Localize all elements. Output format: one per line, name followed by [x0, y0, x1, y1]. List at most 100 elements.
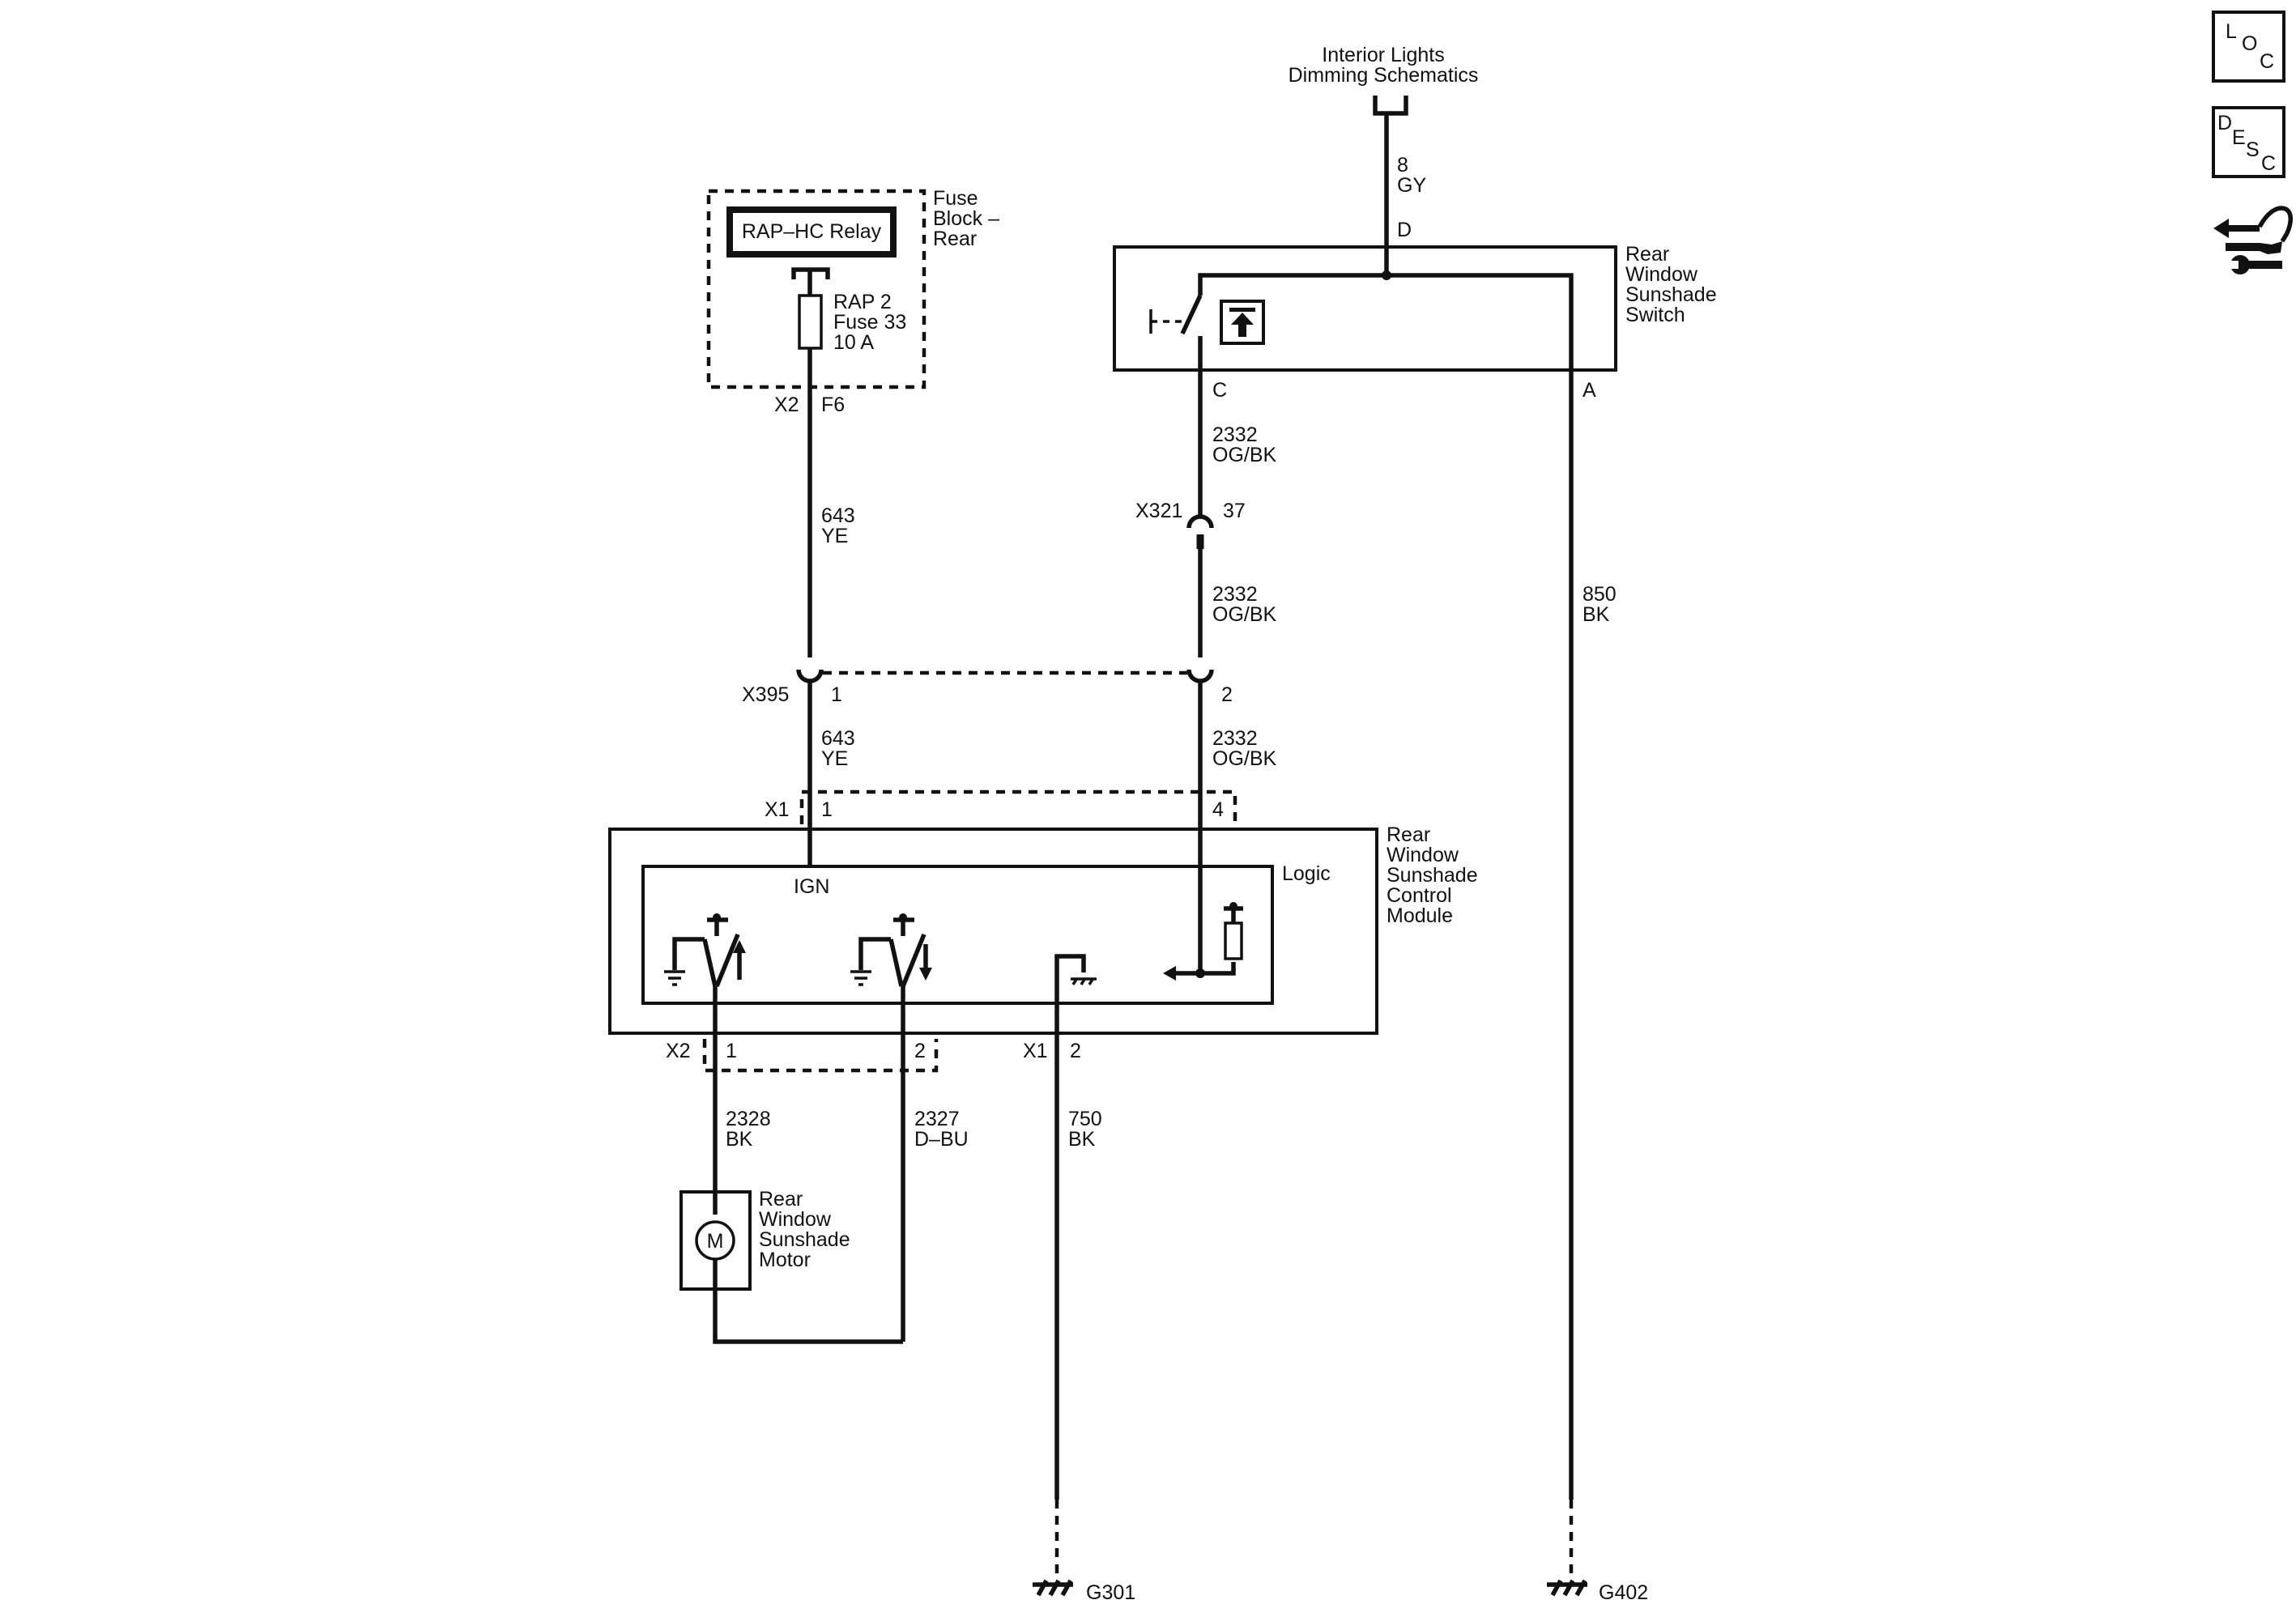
wire-2327-number: 2327: [914, 1108, 960, 1130]
x2-bracket: [702, 1039, 939, 1073]
svg-text:C: C: [2261, 152, 2276, 175]
interior-lights-label-1: Interior Lights: [1322, 44, 1444, 66]
down-relay-switch: [850, 913, 932, 988]
x1-bracket: [799, 789, 1237, 824]
fuse-block-title-2: Block –: [933, 207, 999, 230]
rear-window-sunshade-switch[interactable]: Rear Window Sunshade Switch C A: [1113, 243, 1717, 402]
wire-643a-number: 643: [821, 504, 855, 527]
wire-2328-color: BK: [726, 1128, 753, 1151]
module-title-5: Module: [1387, 904, 1453, 927]
switch-title-3: Sunshade: [1625, 283, 1717, 306]
splice-dot: [1382, 270, 1391, 280]
fuse-label-2: Fuse 33: [833, 311, 906, 334]
switch-title-1: Rear: [1625, 243, 1669, 266]
switch-pin-c: C: [1212, 379, 1227, 402]
logic-block: [641, 865, 1274, 1005]
x321-female: [1186, 514, 1214, 529]
wire-850-number: 850: [1582, 583, 1617, 606]
fuse-block-pin: F6: [821, 394, 845, 416]
down-relay-ground-lead: [858, 937, 891, 970]
module-connector-x2[interactable]: X2 1 2: [666, 1039, 939, 1073]
module-connector-x1[interactable]: X1 1 4: [765, 789, 1237, 824]
motor-title-1: Rear: [759, 1188, 803, 1211]
inline-connector-x395[interactable]: X395 1 2: [742, 669, 1233, 706]
x395-pin2: 2: [1221, 683, 1233, 706]
desc-button[interactable]: D E S C: [2212, 106, 2285, 178]
x2-pin1: 1: [726, 1040, 737, 1062]
wire-2327-color: D–BU: [914, 1128, 969, 1151]
switch-blade: [1180, 294, 1203, 335]
wire-643a-color: YE: [821, 525, 848, 547]
wire-2332c-number: 2332: [1212, 727, 1258, 750]
logic-label: Logic: [1282, 862, 1331, 885]
rear-window-sunshade-motor[interactable]: M Rear Window Sunshade Motor: [679, 1188, 850, 1291]
x395-pin2-female: [1186, 669, 1214, 683]
up-arrow-icon: [733, 940, 746, 953]
fuse-block-connector: X2: [774, 394, 799, 416]
interior-lights-reference[interactable]: Interior Lights Dimming Schematics: [1289, 44, 1479, 116]
wire-2332a-color: OG/BK: [1212, 444, 1277, 466]
fuse-label-1: RAP 2: [833, 291, 892, 313]
up-relay-switch: [664, 913, 746, 988]
down-relay-ground-icon: [850, 970, 871, 986]
ground-g301[interactable]: G301: [1033, 1579, 1135, 1604]
module-title-3: Sunshade: [1387, 864, 1478, 887]
hand-wrench-icon[interactable]: [2213, 206, 2293, 274]
motor-title-4: Motor: [759, 1249, 811, 1271]
input-pullup-resistor: [1163, 902, 1243, 981]
down-arrow-icon: [919, 968, 932, 981]
wire-750-color: BK: [1068, 1128, 1096, 1151]
svg-text:D: D: [2217, 112, 2232, 134]
ign-label: IGN: [794, 875, 829, 898]
pullup-resistor: [1224, 921, 1243, 960]
fuse-block-rear[interactable]: RAP–HC Relay Fuse Block – Rear RAP 2 Fus…: [706, 187, 999, 416]
switch-internal-trace: [1198, 273, 1574, 370]
g301-label: G301: [1086, 1581, 1135, 1604]
svg-text:O: O: [2242, 32, 2257, 55]
motor-return-wire[interactable]: [713, 1259, 903, 1344]
wire-2332c-color: OG/BK: [1212, 747, 1277, 770]
down-relay-supply: [893, 917, 914, 936]
input-arrow-icon: [1163, 966, 1176, 981]
up-relay-supply: [707, 917, 728, 936]
interior-lights-label-2: Dimming Schematics: [1289, 64, 1479, 87]
reference-bracket: [1373, 96, 1408, 116]
sunshade-switch-icon: [1220, 300, 1265, 345]
rear-window-sunshade-control-module[interactable]: Logic IGN Rear Window Sunshade Control M…: [608, 823, 1478, 1035]
svg-text:L: L: [2226, 20, 2237, 43]
rap-hc-relay: [726, 206, 897, 257]
x1-label: X1: [765, 798, 790, 821]
switch-pin-a: A: [1582, 379, 1596, 402]
motor-title-3: Sunshade: [759, 1228, 850, 1251]
module-title-2: Window: [1387, 844, 1459, 866]
x395-label: X395: [742, 683, 789, 706]
ground-g402[interactable]: G402: [1547, 1579, 1648, 1604]
wire-2332b-number: 2332: [1212, 583, 1258, 606]
switch-pin-d: D: [1397, 219, 1412, 241]
fuse-block-outline: [706, 189, 926, 389]
wire-850-color: BK: [1582, 603, 1610, 626]
fuse-block-title-3: Rear: [933, 228, 977, 250]
wire-2332b-color: OG/BK: [1212, 603, 1277, 626]
inline-connector-x321[interactable]: X321 37: [1135, 500, 1246, 549]
desc-icon: [2212, 106, 2285, 178]
chassis-ground-icon: [1054, 954, 1097, 1003]
wire-643b-number: 643: [821, 727, 855, 750]
wire-8-color: GY: [1397, 174, 1426, 197]
loc-icon: [2212, 11, 2285, 83]
motor-symbol: M: [707, 1230, 724, 1253]
ground-icon: [1547, 1579, 1587, 1597]
loc-button[interactable]: L O C: [2212, 11, 2285, 83]
fuse-block-title-1: Fuse: [933, 187, 978, 210]
wire-750-number: 750: [1068, 1108, 1102, 1130]
module-housing: [608, 828, 1378, 1035]
fuse-label-3: 10 A: [833, 331, 874, 354]
x1b-pin2: 2: [1070, 1040, 1081, 1062]
wire-2328-number: 2328: [726, 1108, 771, 1130]
switch-housing: [1113, 245, 1617, 372]
x2-label: X2: [666, 1040, 691, 1062]
ground-icon: [1033, 1579, 1073, 1597]
switch-title-2: Window: [1625, 263, 1698, 286]
g402-label: G402: [1599, 1581, 1648, 1604]
